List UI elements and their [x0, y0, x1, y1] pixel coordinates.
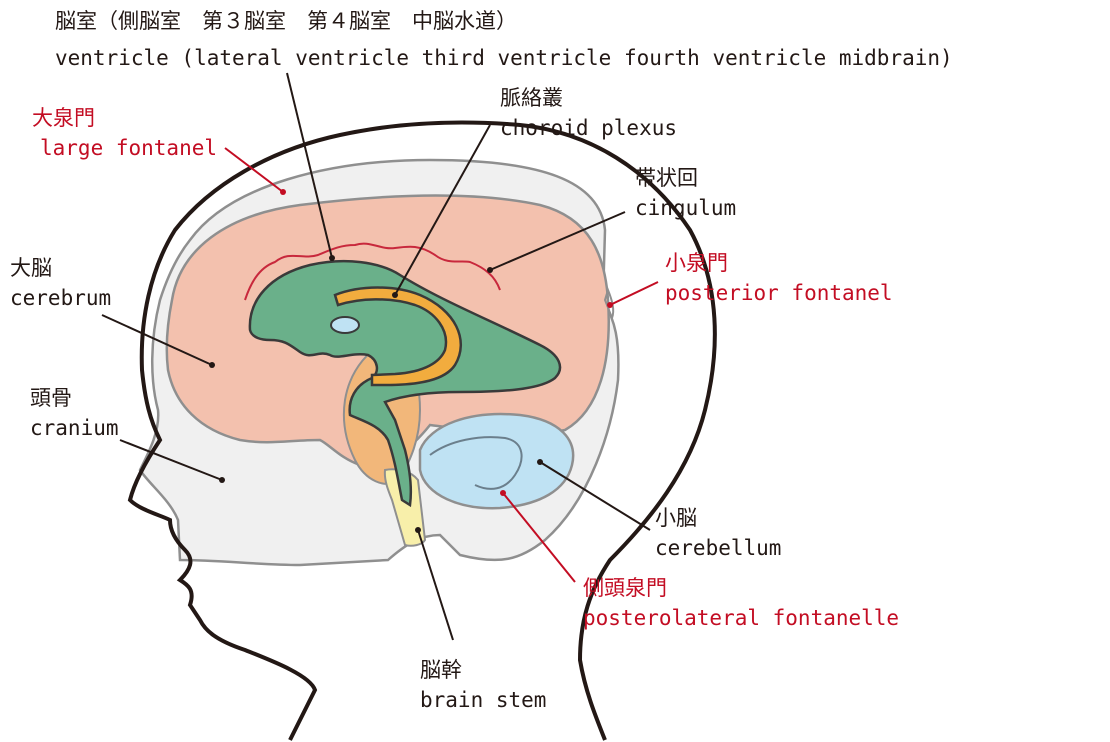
cranium-dot	[219, 477, 225, 483]
cranium-label-jp: 頭骨	[30, 386, 72, 410]
ventricle-label-en: ventricle (lateral ventricle third ventr…	[55, 46, 953, 70]
choroid-plexus-label-en: choroid plexus	[500, 116, 677, 140]
cranium-label-en: cranium	[30, 416, 119, 440]
cingulum-label-en: cingulum	[635, 196, 736, 220]
ventricle-label-jp: 脳室（側脳室 第３脳室 第４脳室 中脳水道）	[55, 9, 517, 33]
choroid-plexus-label-jp: 脈絡叢	[500, 86, 563, 110]
posterolateral-fontanelle-label-en: posterolateral fontanelle	[583, 606, 899, 630]
posterolateral-fontanelle-label-jp: 側頭泉門	[583, 576, 667, 600]
cerebellum-label-jp: 小脳	[655, 506, 697, 530]
large-fontanel-label-en: large fontanel	[40, 136, 217, 160]
cingulum-dot	[487, 267, 493, 273]
cerebellum-shape	[420, 414, 573, 508]
ventricle-dot	[329, 255, 335, 261]
brain-stem-leader	[418, 530, 453, 640]
posterior-fontanel-leader	[610, 282, 658, 305]
large-fontanel-dot	[280, 189, 286, 195]
brain-stem-label-en: brain stem	[420, 688, 546, 712]
choroid-plexus-dot	[392, 292, 398, 298]
cerebrum-dot	[209, 362, 215, 368]
posterior-fontanel-dot	[607, 302, 613, 308]
brain-stem-dot	[415, 527, 421, 533]
cingulum-label-jp: 帯状回	[635, 166, 698, 190]
posterior-fontanel-label-en: posterior fontanel	[665, 281, 893, 305]
large-fontanel-label-jp: 大泉門	[32, 106, 95, 130]
ventricle-hole	[331, 317, 359, 333]
brain-stem-label-jp: 脳幹	[420, 658, 462, 682]
cerebrum-label-jp: 大脳	[10, 256, 52, 280]
cerebrum-label-en: cerebrum	[10, 286, 111, 310]
posterior-fontanel-label-jp: 小泉門	[665, 251, 728, 275]
cerebellum-dot	[537, 459, 543, 465]
posterolateral-fontanelle-dot	[500, 490, 506, 496]
cerebellum-label-en: cerebellum	[655, 536, 781, 560]
